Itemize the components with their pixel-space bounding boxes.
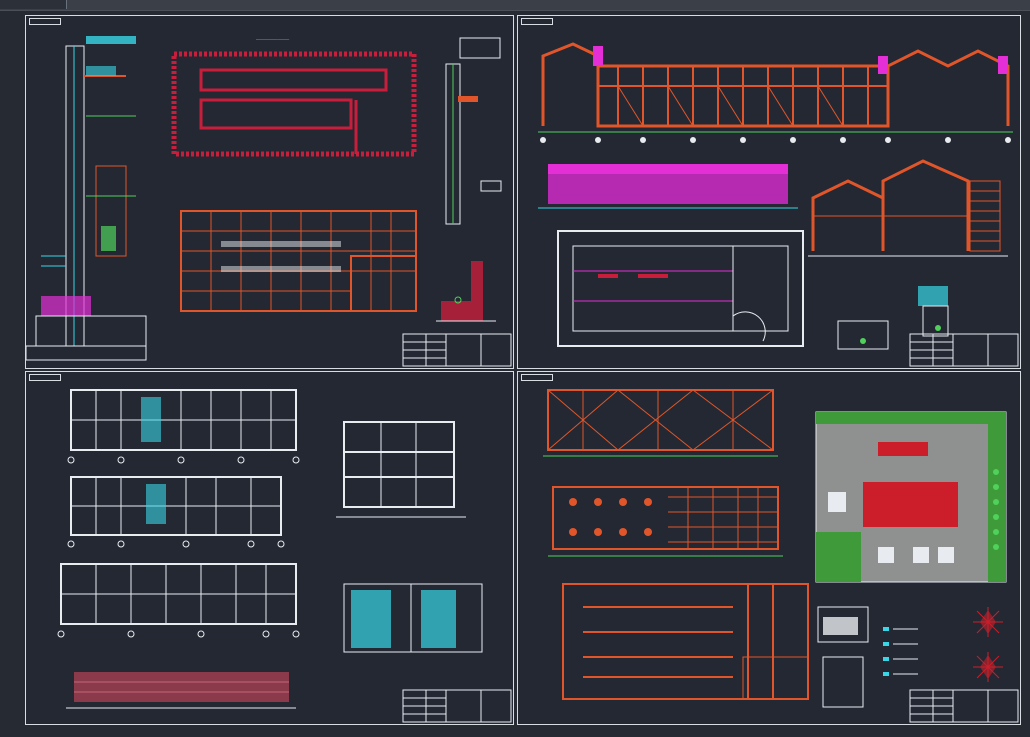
title-block-3 (402, 689, 512, 723)
specification-table (343, 583, 483, 653)
longitudinal-frame-section (538, 42, 1013, 143)
sheet-2-title-label (521, 18, 553, 25)
facade-brick (66, 672, 296, 709)
site-legend (817, 606, 918, 708)
cross-section-frames (808, 159, 1008, 257)
model-tab[interactable] (0, 0, 67, 9)
floor-plan-3 (57, 563, 300, 638)
site-plan (815, 411, 1007, 583)
sheet-1[interactable]: ___________ (25, 15, 514, 369)
roof-framing-plan (543, 389, 778, 457)
floor-plan-2 (67, 476, 285, 548)
building-section (336, 421, 466, 518)
title-block-2 (909, 333, 1019, 367)
facade-elevation (538, 164, 798, 209)
wall-section-detail (26, 36, 147, 361)
wind-rose-1 (973, 607, 1003, 637)
foundation-plan: ___________ (171, 34, 417, 157)
node-detail-2 (436, 261, 496, 322)
sheet-4[interactable] (517, 371, 1021, 725)
floor-plan-1 (67, 389, 300, 464)
building-floor-plan (557, 230, 804, 347)
top-toolbar (0, 0, 1030, 11)
title-block-1 (402, 333, 512, 367)
connection-details (837, 286, 949, 350)
svg-text:___________: ___________ (256, 34, 290, 40)
sheet-3-title-label (29, 374, 61, 381)
sheet-3[interactable] (25, 371, 514, 725)
sheet-2[interactable] (517, 15, 1021, 369)
sheet-1-title-label (29, 18, 61, 25)
drawing-canvas[interactable]: ___________ (0, 11, 1030, 737)
foundation-plan-2 (562, 583, 809, 700)
foundation-grid (548, 486, 783, 557)
node-detail-1 (445, 37, 502, 225)
sheet-4-title-label (521, 374, 553, 381)
floor-framing-plan (180, 210, 417, 312)
title-block-4 (909, 689, 1019, 723)
wind-rose-2 (973, 652, 1003, 682)
